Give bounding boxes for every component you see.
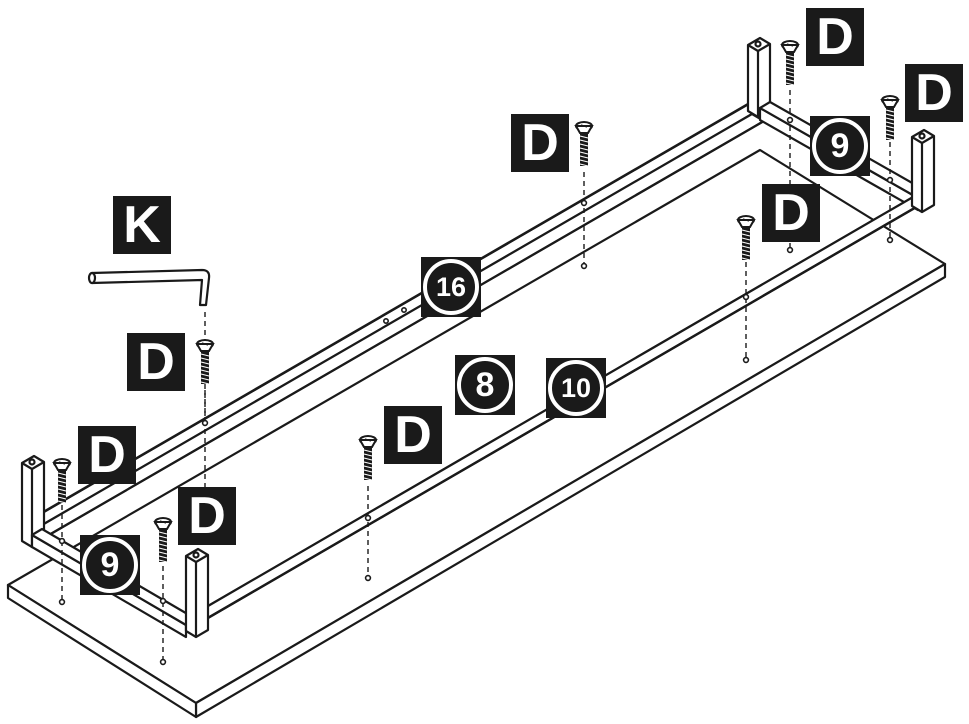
screw-label-d: D xyxy=(127,333,185,391)
screw-label-d: D xyxy=(78,426,136,484)
board-left-edge xyxy=(6,583,198,719)
screw-icon xyxy=(736,215,756,261)
screw-label-d: D xyxy=(806,8,864,66)
component-number-10: 10 xyxy=(546,358,606,418)
leg-front-left xyxy=(184,547,210,639)
component-number-9-right: 9 xyxy=(810,116,870,176)
screw-label-d: D xyxy=(905,64,963,122)
allen-key-icon xyxy=(87,268,211,307)
hole-markers xyxy=(58,116,894,666)
screw-label-d: D xyxy=(511,114,569,172)
component-number-8: 8 xyxy=(455,355,515,415)
screw-icon xyxy=(574,121,594,167)
screw-icon xyxy=(195,339,215,385)
component-number-9-left: 9 xyxy=(80,535,140,595)
screw-label-d: D xyxy=(178,487,236,545)
screws xyxy=(52,40,900,563)
screw-label-d: D xyxy=(384,406,442,464)
rail-holes xyxy=(382,306,407,324)
component-number-16: 16 xyxy=(421,257,481,317)
leg-back-right xyxy=(746,36,772,119)
guide-lines xyxy=(61,90,891,662)
allen-key-label-k: K xyxy=(113,196,171,254)
screw-icon xyxy=(153,517,173,563)
screw-icon xyxy=(880,95,900,141)
board xyxy=(6,148,947,719)
screw-icon xyxy=(52,458,72,504)
screw-label-d: D xyxy=(762,184,820,242)
leg-front-right xyxy=(910,128,936,214)
screw-icon xyxy=(358,435,378,481)
screw-icon xyxy=(780,40,800,86)
